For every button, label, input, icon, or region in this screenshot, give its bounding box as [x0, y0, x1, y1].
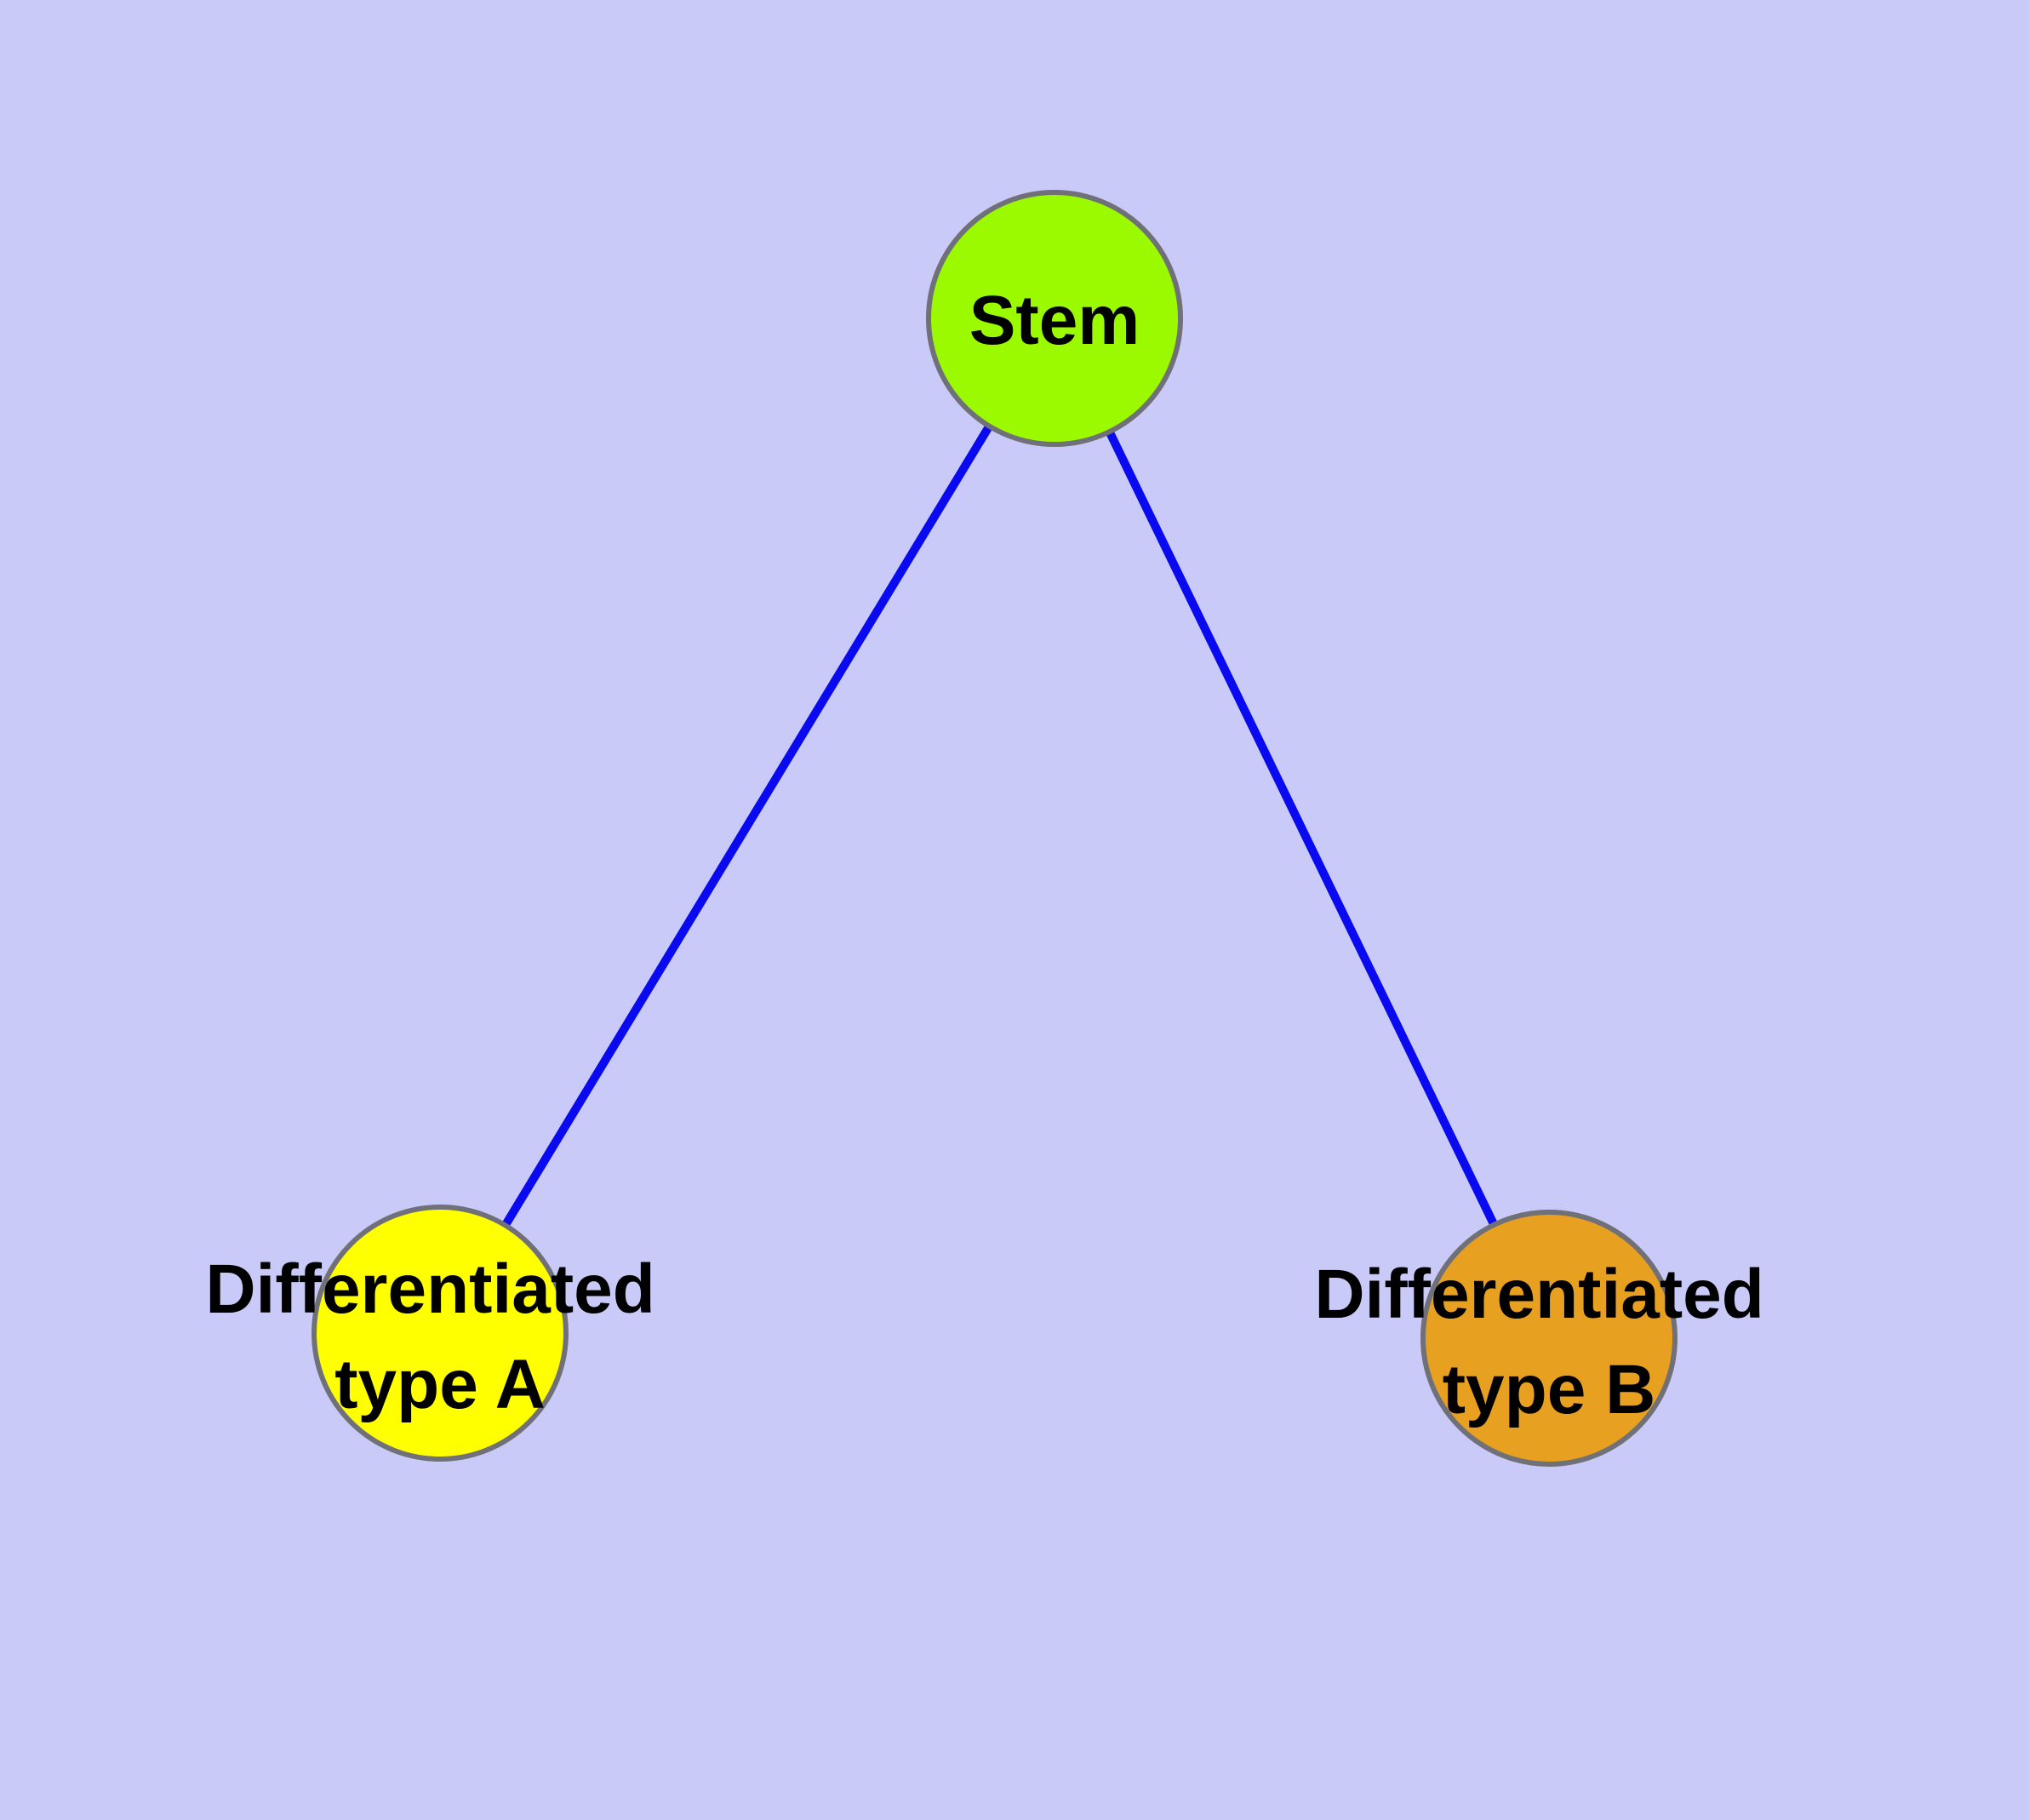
- node-stem-label-text: Stem: [969, 282, 1140, 359]
- edge-stem-to-type-a: [436, 314, 1059, 1337]
- node-type-a-circle: [311, 1205, 569, 1462]
- node-type-b-circle: [1420, 1210, 1677, 1467]
- node-stem-circle: [926, 190, 1183, 447]
- edge-stem-to-type-b: [1050, 314, 1553, 1342]
- node-type-b-label: Differentiated type B: [1314, 1256, 1783, 1428]
- node-type-a-label: Differentiated type A: [205, 1251, 674, 1423]
- node-type-a-label-line2: type A: [334, 1346, 546, 1423]
- node-type-a-label-line1: Differentiated: [205, 1251, 655, 1328]
- node-stem-label: Stem: [969, 282, 1140, 359]
- node-type-b-label-line1: Differentiated: [1314, 1256, 1764, 1333]
- node-type-b-label-line2: type B: [1443, 1351, 1656, 1428]
